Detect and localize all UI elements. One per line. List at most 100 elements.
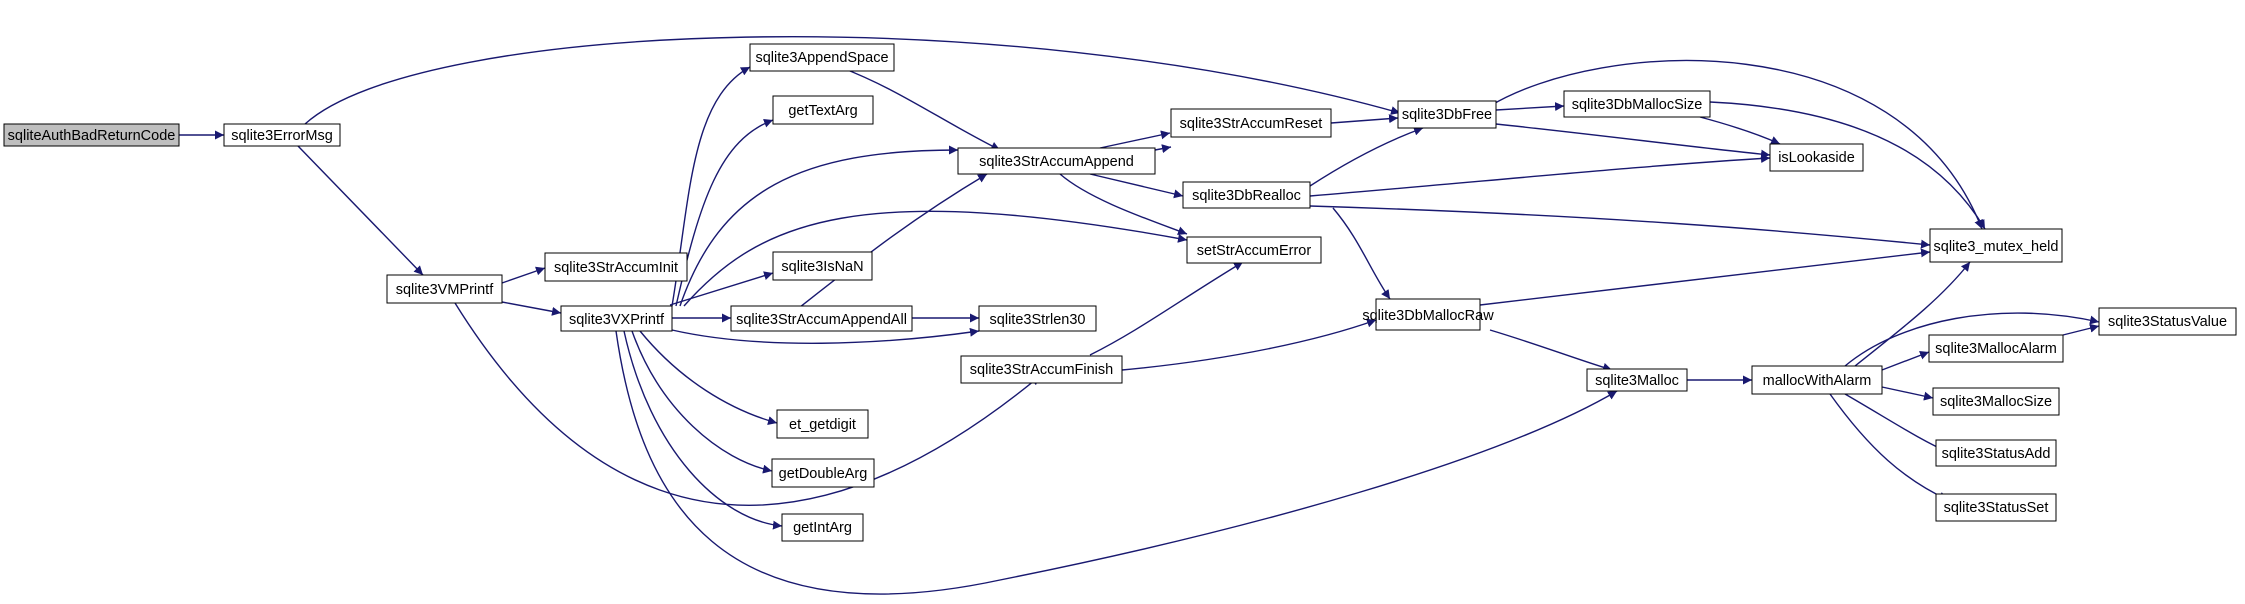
node-sqlite3statusset[interactable]: sqlite3StatusSet <box>1935 493 2057 522</box>
node-sqlite3mallocsize[interactable]: sqlite3MallocSize <box>1932 387 2060 416</box>
node-sqlite3straccuminit[interactable]: sqlite3StrAccumInit <box>544 252 688 282</box>
node-sqlite3dbmallocraw[interactable]: sqlite3DbMallocRaw <box>1362 298 1494 331</box>
edge-vxprintf-to-straccumappend <box>679 145 959 307</box>
edge-vxprintf-to-strlen30 <box>671 327 980 344</box>
edge-vxprintf-to-setstraccumerror <box>683 210 1188 307</box>
edge-dbrealloc-to-dbmallocraw <box>1332 207 1391 300</box>
node-label: sqlite3Strlen30 <box>990 312 1086 328</box>
node-sqlite3-mutex-held[interactable]: sqlite3_mutex_held <box>1929 228 2063 263</box>
edge-vxprintf-to-malloc <box>615 330 1618 595</box>
node-label: sqlite3DbMallocSize <box>1572 97 1703 113</box>
node-getdoublearg[interactable]: getDoubleArg <box>771 458 875 488</box>
node-label: sqlite3StrAccumAppendAll <box>736 312 907 328</box>
node-label: getTextArg <box>788 103 857 119</box>
node-label: sqlite3AppendSpace <box>755 50 888 66</box>
edge-vxprintf-to-getintarg <box>623 330 783 530</box>
edge-vxprintf-to-getdoublearg <box>631 330 773 474</box>
node-label: sqlite3_mutex_held <box>1934 239 2059 255</box>
edge-mallocalarm-to-statusvalue <box>2062 323 2100 336</box>
edge-dbmallocsize-to-mutexheld <box>1709 101 1986 230</box>
edge-vmprintf-to-straccuminit <box>501 266 546 284</box>
edge-mallocwithalarm-to-mutexheld <box>1854 261 1971 367</box>
edge-vxprintf-to-isnan <box>669 271 774 306</box>
edge-errormsg-to-dbfree <box>304 36 1401 125</box>
edge-mallocwithalarm-to-mallocalarm <box>1881 351 1930 371</box>
node-label: getIntArg <box>793 520 852 536</box>
edge-dbmallocraw-to-mutexheld <box>1479 248 1931 306</box>
edge-straccumfinish-to-setstraccumerror <box>1089 261 1244 356</box>
edge-vmprintf-to-straccumfinish <box>454 302 1041 506</box>
edge-dbfree-to-mutexheld <box>1489 59 1983 230</box>
node-label: sqliteAuthBadReturnCode <box>8 128 176 144</box>
node-et-getdigit[interactable]: et_getdigit <box>776 409 869 439</box>
node-label: isLookaside <box>1778 150 1855 166</box>
node-sqlite3dbrealloc[interactable]: sqlite3DbRealloc <box>1182 181 1311 209</box>
node-label: sqlite3StatusValue <box>2108 314 2227 330</box>
node-sqlite3vxprintf[interactable]: sqlite3VXPrintf <box>560 305 673 332</box>
edge-dbrealloc-to-islookaside <box>1309 154 1771 197</box>
node-sqlite3straccumappendall[interactable]: sqlite3StrAccumAppendAll <box>730 305 913 332</box>
edges <box>179 36 2100 595</box>
node-label: sqlite3StrAccumReset <box>1180 116 1323 132</box>
node-sqliteauthbadreturncode[interactable]: sqliteAuthBadReturnCode <box>3 123 180 147</box>
node-sqlite3dbfree[interactable]: sqlite3DbFree <box>1397 100 1497 129</box>
edge-straccumappend-to-dbrealloc <box>1089 173 1184 199</box>
node-sqlite3statusadd[interactable]: sqlite3StatusAdd <box>1935 439 2057 467</box>
node-sqlite3straccumreset[interactable]: sqlite3StrAccumReset <box>1170 108 1332 138</box>
node-label: sqlite3DbMallocRaw <box>1362 308 1494 324</box>
node-label: sqlite3DbRealloc <box>1192 188 1301 204</box>
node-sqlite3statusvalue[interactable]: sqlite3StatusValue <box>2098 307 2237 336</box>
edge-dbmallocraw-to-malloc <box>1489 329 1613 372</box>
node-label: sqlite3StrAccumInit <box>554 260 678 276</box>
node-label: sqlite3Malloc <box>1595 373 1679 389</box>
node-mallocwithalarm[interactable]: mallocWithAlarm <box>1751 365 1883 395</box>
edge-dbrealloc-to-dbfree <box>1309 126 1424 187</box>
edge-vmprintf-to-vxprintf <box>501 301 562 316</box>
edge-straccumappendall-to-straccumappend <box>799 173 988 308</box>
edge-appendspace-to-straccumappend <box>839 66 1001 151</box>
node-sqlite3strlen30[interactable]: sqlite3Strlen30 <box>978 305 1097 332</box>
node-sqlite3isnan[interactable]: sqlite3IsNaN <box>772 251 873 281</box>
node-label: sqlite3DbFree <box>1402 107 1492 123</box>
edge-dbfree-to-islookaside <box>1495 123 1771 159</box>
node-sqlite3mallocalarm[interactable]: sqlite3MallocAlarm <box>1928 334 2064 363</box>
node-sqlite3malloc[interactable]: sqlite3Malloc <box>1586 368 1688 392</box>
node-label: et_getdigit <box>789 417 856 433</box>
node-islookaside[interactable]: isLookaside <box>1769 143 1864 172</box>
node-gettextarg[interactable]: getTextArg <box>772 95 874 125</box>
edge-dbrealloc-to-mutexheld <box>1309 205 1931 249</box>
node-label: mallocWithAlarm <box>1763 373 1872 389</box>
edge-straccumappend-to-setstraccumerror <box>1059 173 1188 236</box>
edge-errormsg-to-vmprintf <box>297 145 424 276</box>
node-sqlite3errormsg[interactable]: sqlite3ErrorMsg <box>223 123 341 147</box>
edge-vxprintf-to-getdigit <box>639 330 778 425</box>
node-label: sqlite3StatusAdd <box>1942 446 2051 462</box>
edge-dbmallocsize-to-islookaside <box>1699 116 1781 145</box>
edge-mallocwithalarm-to-mallocsize <box>1881 386 1934 401</box>
node-sqlite3appendspace[interactable]: sqlite3AppendSpace <box>749 43 895 72</box>
edge-dbfree-to-dbmallocsize <box>1495 102 1565 112</box>
edge-mallocwithalarm-to-statusset <box>1829 393 1949 501</box>
node-label: getDoubleArg <box>779 466 868 482</box>
node-label: sqlite3VXPrintf <box>569 312 665 328</box>
node-sqlite3dbmallocsize[interactable]: sqlite3DbMallocSize <box>1563 90 1711 118</box>
node-label: sqlite3ErrorMsg <box>231 128 333 144</box>
node-label: sqlite3MallocAlarm <box>1935 341 2057 357</box>
node-label: sqlite3StatusSet <box>1944 500 2049 516</box>
node-getintarg[interactable]: getIntArg <box>781 513 864 542</box>
node-setstraccumerror[interactable]: setStrAccumError <box>1186 236 1322 264</box>
node-label: sqlite3StrAccumAppend <box>979 154 1134 170</box>
node-label: sqlite3StrAccumFinish <box>970 362 1113 378</box>
node-sqlite3straccumappend[interactable]: sqlite3StrAccumAppend <box>957 147 1156 175</box>
node-label: sqlite3VMPrintf <box>396 282 494 298</box>
edge-straccumappend-to-straccumreset <box>1099 130 1172 154</box>
edge-mallocwithalarm-to-statusvalue <box>1844 312 2100 367</box>
node-sqlite3straccumfinish[interactable]: sqlite3StrAccumFinish <box>960 355 1123 384</box>
node-label: sqlite3IsNaN <box>781 259 863 275</box>
node-sqlite3vmprintf[interactable]: sqlite3VMPrintf <box>386 274 503 304</box>
edge-straccumfinish-to-dbmallocraw <box>1121 318 1377 371</box>
node-label: setStrAccumError <box>1197 243 1312 259</box>
edge-straccumreset-to-dbfree <box>1330 114 1399 124</box>
node-label: sqlite3MallocSize <box>1940 394 2052 410</box>
